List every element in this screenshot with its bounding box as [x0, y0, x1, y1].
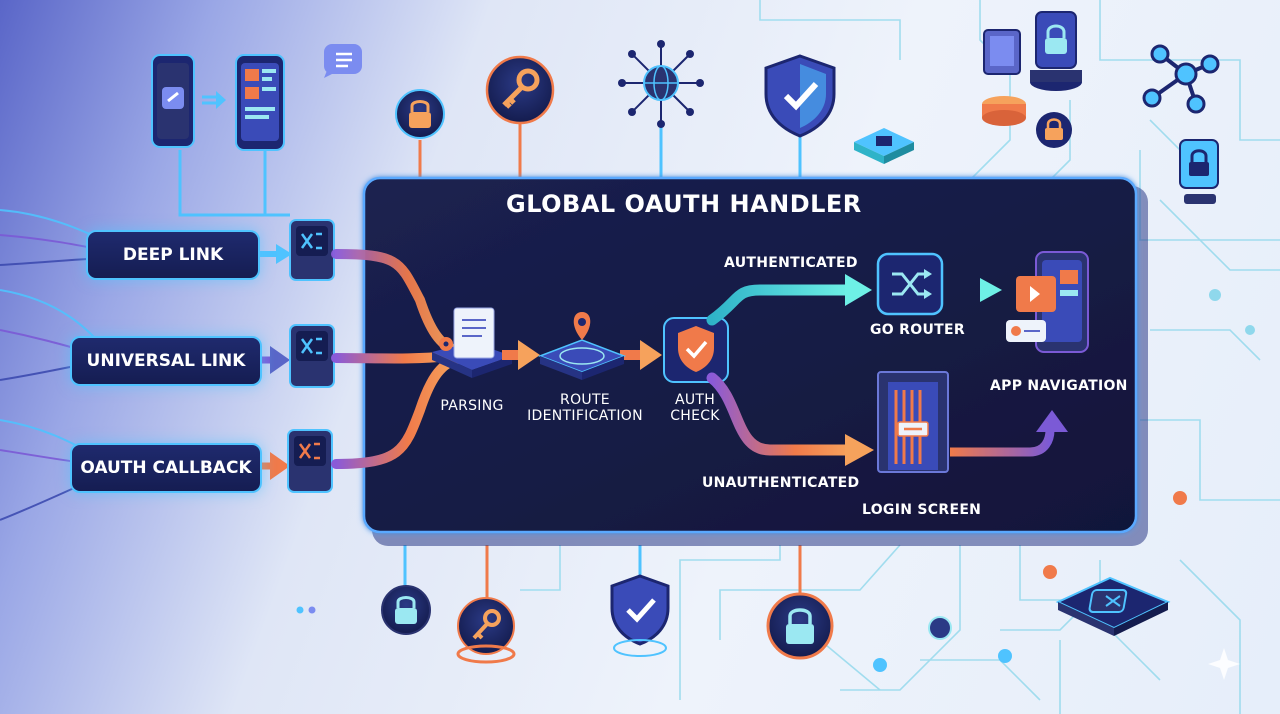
input-oauth-callback: OAUTH CALLBACK: [70, 443, 262, 493]
phone-link-icon: [151, 54, 195, 148]
app-navigation-label: APP NAVIGATION: [990, 378, 1128, 394]
login-screen-label: LOGIN SCREEN: [862, 502, 982, 518]
lock-icon: [381, 585, 431, 635]
door-icon: [877, 371, 949, 473]
platform-icon: [982, 96, 1026, 126]
top-connectors: [178, 122, 802, 598]
input-universal-link: UNIVERSAL LINK: [70, 336, 262, 386]
chat-bubble-icon: [324, 44, 362, 78]
branch-unauthenticated-label: UNAUTHENTICATED: [702, 475, 860, 491]
tablet-icon: [983, 29, 1021, 75]
key-icon: [485, 55, 555, 125]
key-icon: [456, 597, 516, 664]
step-arrows: [502, 340, 662, 370]
shield-check-icon: [764, 54, 836, 138]
lock-icon: [1036, 112, 1072, 148]
document-gear-icon: [432, 307, 512, 378]
lock-icon: [1179, 139, 1219, 204]
circuit-nodes: [296, 289, 1255, 672]
phone-app-icon: [1006, 251, 1089, 353]
globe-network-icon: [618, 40, 704, 128]
input-deep-link: DEEP LINK: [86, 230, 260, 280]
branch-authenticated-label: AUTHENTICATED: [724, 255, 858, 271]
phone-app-icon: [235, 54, 285, 151]
input-arrows: [258, 244, 292, 480]
panel-title: GLOBAL OAUTH HANDLER: [506, 190, 862, 218]
input-label: OAUTH CALLBACK: [80, 458, 252, 478]
shuffle-icon: [287, 429, 333, 493]
shuffle-icon: [876, 252, 944, 316]
shuffle-icon: [289, 324, 335, 388]
step-route-label: ROUTE IDENTIFICATION: [527, 392, 643, 424]
sparkle-icon: [1208, 648, 1240, 680]
step-auth-label: AUTH CHECK: [670, 392, 720, 424]
arrow-right-icon: [202, 91, 226, 109]
unauthenticated-branch: [706, 372, 1068, 466]
step-parsing-label: PARSING: [440, 398, 504, 414]
shield-check-icon: [610, 574, 670, 657]
input-label: DEEP LINK: [122, 245, 224, 265]
chip-icon: [1055, 576, 1171, 636]
lock-icon: [395, 89, 445, 139]
input-label: UNIVERSAL LINK: [86, 351, 246, 371]
lock-icon: [766, 592, 834, 660]
molecule-icon: [1142, 44, 1220, 114]
authenticated-branch: [706, 274, 1002, 326]
location-pin-icon: [537, 312, 627, 380]
shuffle-icon: [289, 219, 335, 281]
lock-icon: [1030, 11, 1082, 91]
chip-icon: [854, 128, 914, 164]
go-router-label: GO ROUTER: [870, 322, 965, 338]
shield-check-icon: [663, 317, 729, 383]
